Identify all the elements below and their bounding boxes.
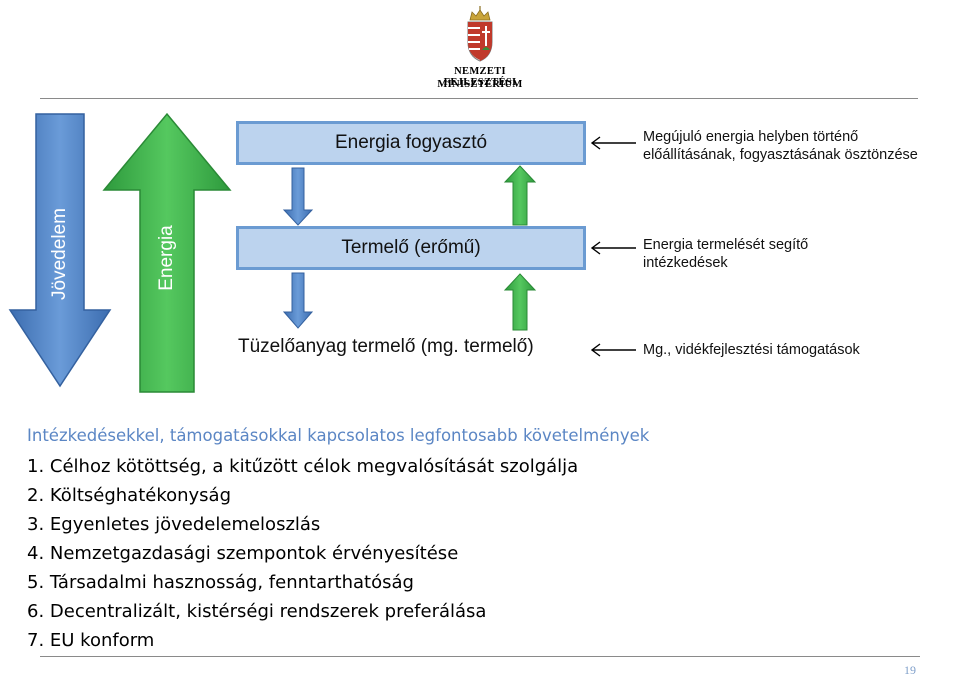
flow-diagram: Jövedelem Energia bbox=[8, 112, 636, 393]
logo-text-line1: NEMZETI FEJLESZTÉSI bbox=[443, 66, 517, 88]
producer-box: Termelő (erőmű) bbox=[236, 226, 586, 270]
page-number: 19 bbox=[904, 663, 916, 677]
note-renewable-line2: előállításának, fogyasztásának ösztönzés… bbox=[643, 147, 918, 163]
list-item: 7. EU konform bbox=[27, 630, 155, 651]
list-item: 2. Költséghatékonyság bbox=[27, 485, 232, 506]
list-item: 6. Decentralizált, kistérségi rendszerek… bbox=[27, 601, 487, 622]
pointer-arrow-note-3 bbox=[590, 343, 636, 357]
income-down-arrow bbox=[8, 113, 112, 388]
note-renewable-line1: Megújuló energia helyben történő bbox=[643, 129, 859, 145]
header-divider bbox=[40, 98, 918, 99]
list-item: 3. Egyenletes jövedelemeloszlás bbox=[27, 514, 321, 535]
energy-consumer-box: Energia fogyasztó bbox=[236, 121, 586, 165]
energy-consumer-label: Energia fogyasztó bbox=[334, 132, 488, 153]
coat-of-arms-icon bbox=[467, 6, 493, 62]
list-item: 5. Társadalmi hasznosság, fenntarthatósá… bbox=[27, 572, 414, 593]
pointer-arrow-note-2 bbox=[590, 241, 636, 255]
footer-divider bbox=[40, 656, 920, 657]
note-rural-line1: Mg., vidékfejlesztési támogatások bbox=[643, 342, 860, 358]
logo-text-line2: MINISZTÉRIUM bbox=[437, 79, 523, 90]
fuel-producer-label: Tüzelőanyag termelő (mg. termelő) bbox=[238, 336, 534, 357]
note-rural-support: Mg., vidékfejlesztési támogatások bbox=[643, 341, 860, 359]
list-item: 4. Nemzetgazdasági szempontok érvényesít… bbox=[27, 543, 459, 564]
arrow-label-energy: Energia bbox=[156, 225, 177, 291]
down-arrow-consumer-producer bbox=[282, 167, 314, 226]
note-production-measures: Energia termelését segítő intézkedések bbox=[643, 236, 808, 272]
producer-label: Termelő (erőmű) bbox=[341, 237, 481, 258]
up-arrow-fuel-producer bbox=[503, 273, 537, 331]
requirements-title: Intézkedésekkel, támogatásokkal kapcsola… bbox=[27, 426, 650, 445]
pointer-arrow-note-1 bbox=[590, 136, 636, 150]
note-production-line2: intézkedések bbox=[643, 255, 728, 271]
note-production-line1: Energia termelését segítő bbox=[643, 237, 809, 253]
requirements-list: 1. Célhoz kötöttség, a kitűzött célok me… bbox=[27, 452, 578, 655]
list-item: 1. Célhoz kötöttség, a kitűzött célok me… bbox=[27, 456, 579, 477]
note-renewable: Megújuló energia helyben történő előállí… bbox=[643, 128, 918, 164]
ministry-logo: NEMZETI FEJLESZTÉSI MINISZTÉRIUM bbox=[420, 6, 540, 92]
down-arrow-producer-fuel bbox=[282, 272, 314, 329]
energy-up-arrow bbox=[102, 112, 232, 393]
arrow-label-income: Jövedelem bbox=[49, 208, 70, 300]
up-arrow-producer-consumer bbox=[503, 165, 537, 226]
